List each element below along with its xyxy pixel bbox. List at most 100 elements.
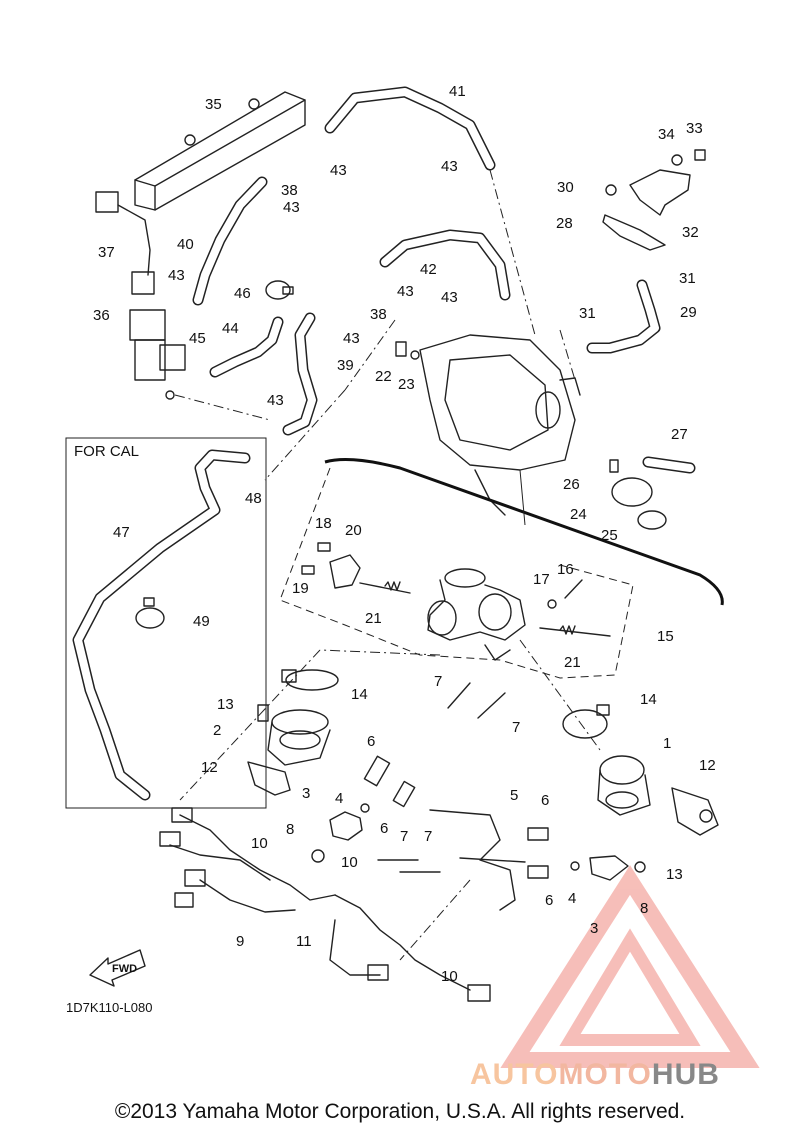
callout-14b: 14 (640, 691, 657, 708)
callout-1: 1 (663, 735, 671, 752)
callout-7a: 7 (434, 673, 442, 690)
callout-43b: 43 (283, 199, 300, 216)
hose-47 (72, 449, 251, 801)
callout-36: 36 (93, 307, 110, 324)
callout-22: 22 (375, 368, 392, 385)
for-cal-label: FOR CAL (74, 443, 140, 460)
callout-26: 26 (563, 476, 580, 493)
manifold-1 (597, 755, 651, 816)
callout-41: 41 (449, 83, 466, 100)
gasket-12a (247, 761, 291, 796)
hose-27 (642, 456, 696, 474)
watermark-logo (500, 865, 760, 1068)
callout-20: 20 (345, 522, 362, 539)
joint-2 (257, 704, 331, 766)
callout-32: 32 (682, 224, 699, 241)
diagram-code: 1D7K110-L080 (66, 1000, 153, 1015)
callout-14a: 14 (351, 686, 368, 703)
callout-44: 44 (222, 320, 239, 337)
callout-43a: 43 (330, 162, 347, 179)
pipe-6b (392, 780, 416, 808)
solenoid-36 (129, 309, 186, 400)
pipe-6d (527, 865, 549, 879)
callout-3b: 3 (590, 920, 598, 937)
sensor-20 (301, 542, 361, 589)
throttle-body (427, 568, 526, 661)
part-24-25-26 (609, 459, 667, 530)
callout-27: 27 (671, 426, 688, 443)
callout-11: 11 (296, 933, 312, 950)
harness-11 (329, 894, 491, 1002)
clamp-14b (562, 704, 610, 739)
callout-38b: 38 (370, 306, 387, 323)
clamp-49 (135, 597, 165, 629)
gasket-12b (671, 787, 719, 836)
fuel-rail-5 (429, 809, 526, 911)
bracket-28 (602, 184, 666, 251)
callout-30: 30 (557, 179, 574, 196)
callout-31b: 31 (579, 305, 596, 322)
callout-43f: 43 (441, 289, 458, 306)
callout-47: 47 (113, 524, 130, 541)
connector-37 (95, 191, 155, 295)
fwd-arrow-icon: FWD (89, 949, 146, 987)
callout-33: 33 (686, 120, 703, 137)
callout-18: 18 (315, 515, 332, 532)
callout-43g: 43 (343, 330, 360, 347)
callout-25: 25 (601, 527, 618, 544)
callout-43e: 43 (397, 283, 414, 300)
bolt-7a (447, 682, 471, 709)
callout-15: 15 (657, 628, 674, 645)
callout-8a: 8 (286, 821, 294, 838)
callout-4a: 4 (335, 790, 343, 807)
spring-21a (359, 581, 411, 594)
callout-13a: 13 (217, 696, 234, 713)
callout-49: 49 (193, 613, 210, 630)
hose-40 (192, 176, 268, 306)
callout-39: 39 (337, 357, 354, 374)
callout-42: 42 (420, 261, 437, 278)
callout-24: 24 (570, 506, 587, 523)
part-22-23 (395, 341, 420, 360)
callout-3a: 3 (302, 785, 310, 802)
screw-16 (547, 579, 583, 609)
callout-43c: 43 (441, 158, 458, 175)
callout-16: 16 (557, 561, 574, 578)
callout-7b: 7 (512, 719, 520, 736)
callout-45: 45 (189, 330, 206, 347)
callout-37: 37 (98, 244, 115, 261)
callout-28: 28 (556, 215, 573, 232)
callout-17: 17 (533, 571, 550, 588)
hose-39 (282, 312, 318, 436)
hose-44 (209, 316, 284, 378)
fwd-label: FWD (112, 963, 137, 975)
callout-38a: 38 (281, 182, 298, 199)
watermark-hub: HUB (651, 1058, 720, 1091)
callout-31a: 31 (679, 270, 696, 287)
callout-34: 34 (658, 126, 675, 143)
callout-6a: 6 (367, 733, 375, 750)
hose-41 (324, 86, 496, 171)
callout-7d: 7 (424, 828, 432, 845)
callout-19: 19 (292, 580, 309, 597)
callout-10b: 10 (341, 854, 358, 871)
callout-21a: 21 (365, 610, 382, 627)
callout-21b: 21 (564, 654, 581, 671)
callout-43h: 43 (267, 392, 284, 409)
watermark-moto: MOTO (558, 1058, 652, 1091)
callout-10c: 10 (441, 968, 458, 985)
callout-2: 2 (213, 722, 221, 739)
hose-29 (586, 279, 661, 354)
throttle-assembly-upper (419, 334, 581, 516)
bracket-32 (629, 149, 706, 216)
callout-40: 40 (177, 236, 194, 253)
callout-5: 5 (510, 787, 518, 804)
callout-4b: 4 (568, 890, 576, 907)
callout-12a: 12 (201, 759, 218, 776)
spring-21b (539, 625, 611, 637)
callout-43d: 43 (168, 267, 185, 284)
callout-7c: 7 (400, 828, 408, 845)
bolt-7b (477, 692, 506, 719)
injector-3a (311, 803, 370, 863)
